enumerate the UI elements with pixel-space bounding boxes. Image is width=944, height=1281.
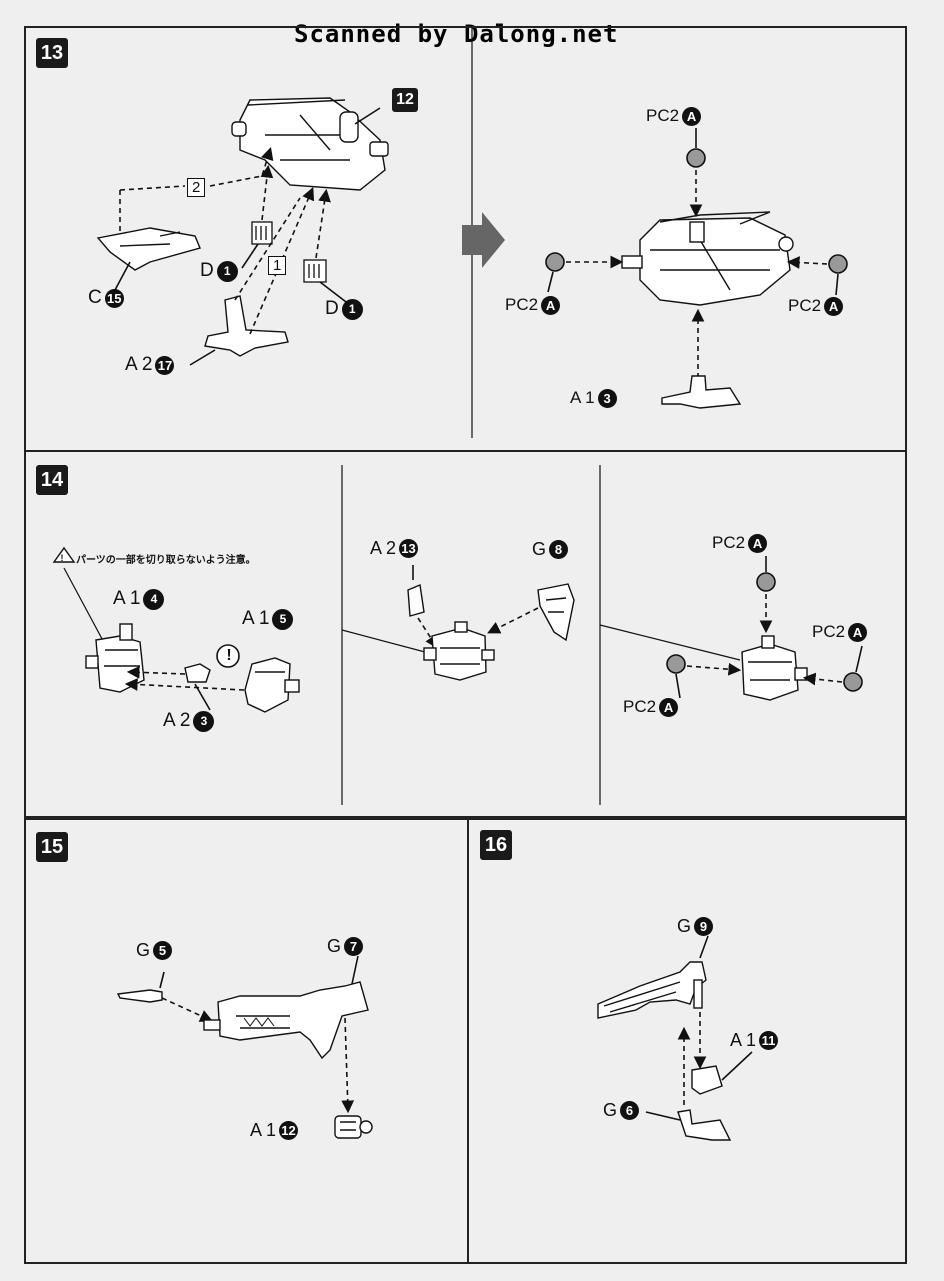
step-14-number: 14 xyxy=(36,465,68,495)
part-d1-right xyxy=(303,259,327,283)
part-d1-left xyxy=(251,221,273,245)
part-a1-3 xyxy=(661,375,742,409)
part-a2-17 xyxy=(204,295,289,357)
part-a1-11 xyxy=(691,1065,723,1095)
core-body-part-12 xyxy=(231,97,389,191)
warning-triangle-icon xyxy=(52,546,76,563)
scan-credit-header: Scanned by Dalong.net xyxy=(294,20,619,48)
step-16-panel xyxy=(467,818,907,1264)
label-part-12: 12 xyxy=(392,88,418,112)
step-15-number: 15 xyxy=(36,832,68,862)
core-assembled xyxy=(621,211,794,306)
step-13-number: 13 xyxy=(36,38,68,68)
warning-exclamation-icon: ! xyxy=(226,647,232,664)
part-a1-12 xyxy=(334,1115,373,1139)
step-14-panel xyxy=(24,450,907,818)
part-g6 xyxy=(677,1109,732,1141)
part-a2-3 xyxy=(184,663,211,683)
step-16-number: 16 xyxy=(480,830,512,860)
label-assembly-order-1: 1 xyxy=(268,256,287,275)
part-a1-5 xyxy=(244,657,300,713)
label-assembly-order-2: 2 xyxy=(187,178,206,197)
assembled-14 xyxy=(741,635,808,701)
part-g8 xyxy=(537,583,575,642)
caution-note: パーツの一部を切り取らないよう注意。 xyxy=(76,555,256,566)
weapon-g9 xyxy=(597,961,707,1019)
part-a1-4 xyxy=(85,623,145,693)
rifle-g7 xyxy=(203,981,369,1060)
part-g5 xyxy=(116,989,163,1003)
part-a2-13 xyxy=(407,584,425,617)
part-c15 xyxy=(96,227,201,271)
mid-assembly-14 xyxy=(423,621,495,681)
svg-text:!: ! xyxy=(61,553,64,563)
